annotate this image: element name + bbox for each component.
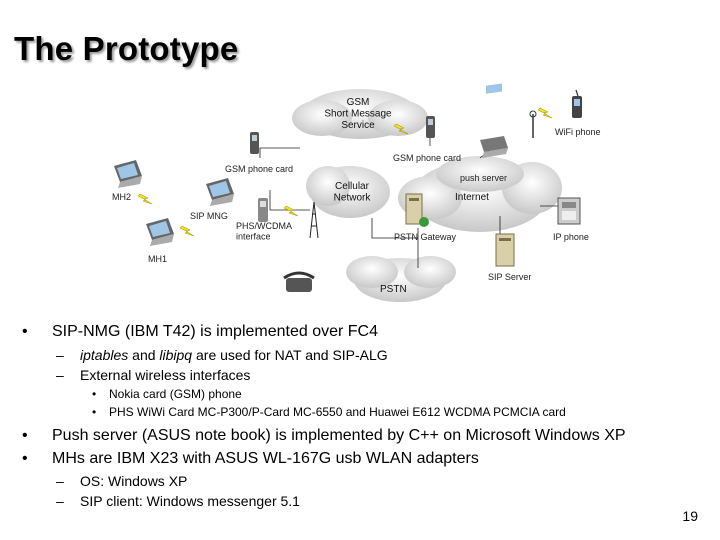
sub-bullet-1-1: – iptables and libipq are used for NAT a… bbox=[56, 347, 388, 363]
pstn-cloud: PSTN bbox=[346, 256, 456, 302]
lightning-icon bbox=[283, 205, 299, 217]
lightning-icon bbox=[393, 123, 409, 135]
sub-bullet-3-1: – OS: Windows XP bbox=[56, 473, 187, 489]
lightning-icon bbox=[537, 107, 553, 119]
mh2-laptop-icon bbox=[114, 160, 142, 188]
wifi-phone-icon bbox=[572, 89, 582, 118]
push-server-icon bbox=[480, 83, 508, 158]
dash-marker: – bbox=[56, 367, 64, 383]
internet-cloud-label: Internet bbox=[455, 192, 489, 203]
sip-mng-label: SIP MNG bbox=[190, 211, 228, 221]
pstn-cloud-label: PSTN bbox=[380, 284, 407, 295]
pstn-telephone-icon bbox=[283, 271, 315, 292]
sub-sub-bullet-text: PHS WiWi Card MC-P300/P-Card MC-6550 and… bbox=[109, 405, 566, 419]
sub-bullet-text: iptables and libipq are used for NAT and… bbox=[80, 347, 388, 363]
mh1-laptop-icon bbox=[146, 218, 174, 246]
cell-tower-icon bbox=[309, 201, 319, 239]
push-server-label: push server bbox=[460, 173, 507, 183]
pstn-gateway-label: PSTN Gateway bbox=[394, 232, 457, 242]
dash-marker: – bbox=[56, 473, 64, 489]
sub-sub-bullet-text: Nokia card (GSM) phone bbox=[109, 387, 242, 401]
bullet-text: MHs are IBM X23 with ASUS WL-167G usb WL… bbox=[52, 450, 479, 467]
sub-bullet-1-2: – External wireless interfaces bbox=[56, 367, 250, 383]
gsm-phone-card-right-label: GSM phone card bbox=[393, 153, 461, 163]
ip-phone-icon bbox=[557, 197, 581, 225]
sub-sub-bullet-2: • PHS WiWi Card MC-P300/P-Card MC-6550 a… bbox=[92, 405, 566, 419]
gsm-phone-left-icon bbox=[250, 132, 259, 154]
mh2-label: MH2 bbox=[112, 192, 131, 202]
phs-wcdma-card-icon bbox=[258, 198, 268, 222]
dash-marker: – bbox=[56, 493, 64, 509]
bullet-text: SIP-NMG (IBM T42) is implemented over FC… bbox=[52, 323, 379, 340]
and-conjunction: and bbox=[128, 347, 160, 363]
lightning-icon bbox=[137, 193, 153, 205]
sub-bullet-3-2: – SIP client: Windows messenger 5.1 bbox=[56, 493, 300, 509]
bullet-marker: • bbox=[22, 450, 28, 467]
bullet-marker: • bbox=[92, 405, 97, 419]
connection-lines bbox=[259, 128, 560, 268]
sip-server-icon bbox=[495, 233, 515, 267]
bullet-marker: • bbox=[92, 387, 97, 401]
pstn-gateway-icon bbox=[405, 193, 429, 227]
page-number: 19 bbox=[682, 508, 698, 524]
libipq-term: libipq bbox=[159, 347, 193, 363]
internet-cloud: Internet bbox=[398, 156, 562, 232]
bullet-marker: • bbox=[22, 427, 28, 444]
gsm-phone-card-left-label: GSM phone card bbox=[225, 164, 293, 174]
wireless-link-icons bbox=[137, 107, 553, 237]
sip-mng-laptop-icon bbox=[206, 178, 234, 206]
bullet-text: Push server (ASUS note book) is implemen… bbox=[52, 427, 626, 444]
antenna-icon bbox=[529, 110, 537, 138]
slide-title: The Prototype bbox=[14, 30, 239, 67]
ip-phone-label: IP phone bbox=[553, 232, 589, 242]
wifi-phone-label: WiFi phone bbox=[555, 127, 601, 137]
dash-marker: – bbox=[56, 347, 64, 363]
sub-sub-bullet-1: • Nokia card (GSM) phone bbox=[92, 387, 242, 401]
mh1-label: MH1 bbox=[148, 254, 167, 264]
gsm-phone-right-icon bbox=[426, 116, 435, 138]
sub-bullet-text: OS: Windows XP bbox=[80, 473, 188, 489]
iptables-term: iptables bbox=[80, 347, 129, 363]
lightning-icon bbox=[179, 225, 195, 237]
sip-server-label: SIP Server bbox=[488, 272, 531, 282]
bullet-marker: • bbox=[22, 323, 28, 340]
sub-bullet-text: SIP client: Windows messenger 5.1 bbox=[80, 493, 300, 509]
sub-bullet-rest: are used for NAT and SIP-ALG bbox=[192, 347, 388, 363]
sub-bullet-text: External wireless interfaces bbox=[80, 367, 251, 383]
